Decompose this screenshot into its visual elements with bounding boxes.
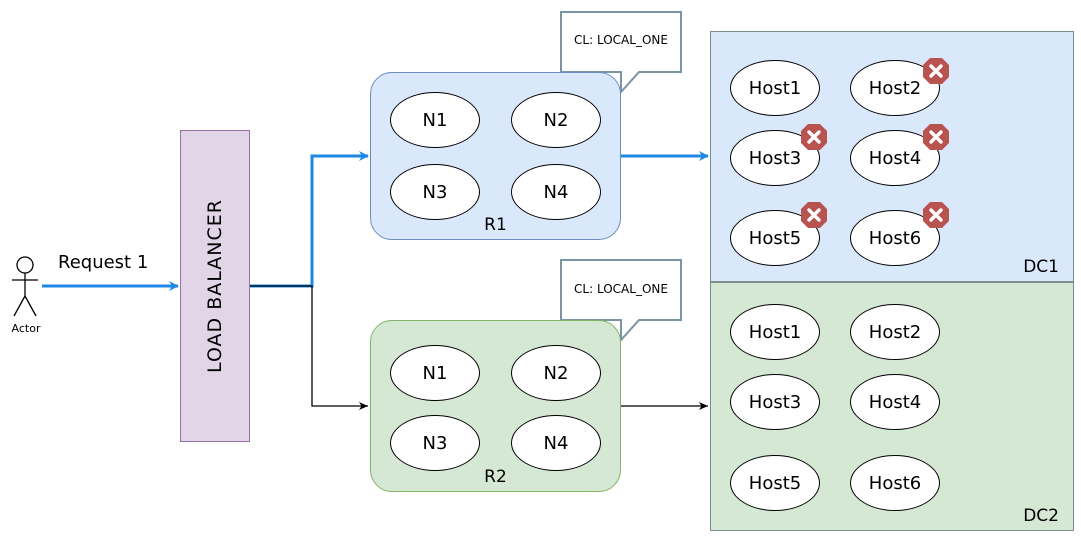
dc2-host-1[interactable]: Host1 bbox=[730, 304, 820, 360]
ring-r2-node-n2[interactable]: N2 bbox=[511, 345, 601, 401]
ring-r2[interactable]: N1 N2 N3 N4 R2 bbox=[370, 320, 621, 492]
load-balancer-label: LOAD BALANCER bbox=[204, 199, 226, 373]
lb-to-r1-arrow bbox=[250, 151, 369, 288]
dc2-host-5[interactable]: Host5 bbox=[730, 455, 820, 511]
ring-r2-label: R2 bbox=[484, 467, 507, 487]
dc2-host-6[interactable]: Host6 bbox=[850, 455, 940, 511]
datacenter-dc2-label: DC2 bbox=[1023, 506, 1059, 526]
ring-r1-node-n3[interactable]: N3 bbox=[390, 164, 480, 220]
datacenter-dc1-label: DC1 bbox=[1023, 257, 1059, 277]
ring-r1[interactable]: N1 N2 N3 N4 R1 bbox=[370, 72, 621, 240]
actor-icon bbox=[12, 256, 38, 317]
ring-r1-node-n1[interactable]: N1 bbox=[390, 92, 480, 148]
lb-to-r2-arrow bbox=[250, 285, 368, 410]
ring-r1-label: R1 bbox=[484, 215, 507, 235]
ring-r2-node-n1[interactable]: N1 bbox=[390, 345, 480, 401]
ring-r2-node-n3[interactable]: N3 bbox=[390, 415, 480, 471]
datacenter-dc2[interactable]: Host1 Host2 Host3 Host4 Host5 Host6 DC2 bbox=[710, 282, 1074, 531]
host6-failure-icon bbox=[923, 202, 949, 228]
host4-failure-icon bbox=[923, 124, 949, 150]
datacenter-dc1[interactable]: Host1 Host2 Host3 Host4 Host5 Host6 DC1 bbox=[710, 31, 1074, 282]
dc2-host-4[interactable]: Host4 bbox=[850, 374, 940, 430]
host5-failure-icon bbox=[801, 202, 827, 228]
ring-r1-node-n2[interactable]: N2 bbox=[511, 92, 601, 148]
r2-consistency-callout: CL: LOCAL_ONE bbox=[574, 282, 668, 296]
r1-consistency-callout: CL: LOCAL_ONE bbox=[574, 33, 668, 47]
dc1-host-1[interactable]: Host1 bbox=[730, 60, 820, 116]
dc2-host-2[interactable]: Host2 bbox=[850, 304, 940, 360]
request-label: Request 1 bbox=[58, 252, 149, 273]
dc2-host-3[interactable]: Host3 bbox=[730, 374, 820, 430]
ring-r2-node-n4[interactable]: N4 bbox=[511, 415, 601, 471]
actor-label: Actor bbox=[11, 322, 41, 335]
ring-r1-node-n4[interactable]: N4 bbox=[511, 164, 601, 220]
load-balancer[interactable]: LOAD BALANCER bbox=[180, 130, 250, 442]
host2-failure-icon bbox=[923, 58, 949, 84]
host3-failure-icon bbox=[801, 124, 827, 150]
